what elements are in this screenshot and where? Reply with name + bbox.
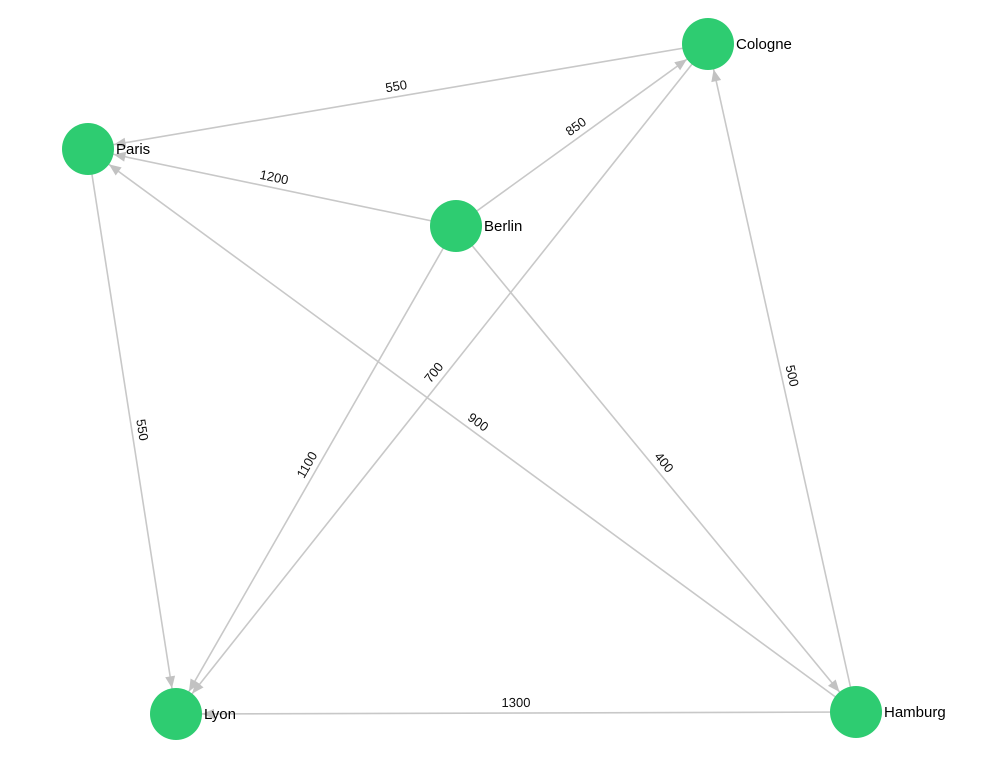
edge-cologne-paris[interactable] xyxy=(87,43,709,150)
node-label-berlin: Berlin xyxy=(484,218,522,235)
node-label-lyon: Lyon xyxy=(204,706,236,723)
arrowhead-icon xyxy=(188,678,200,692)
node-cologne[interactable] xyxy=(682,18,734,70)
node-paris[interactable] xyxy=(62,123,114,175)
node-label-paris: Paris xyxy=(116,141,150,158)
arrowhead-icon xyxy=(165,675,176,689)
arrowhead-icon xyxy=(108,164,122,176)
edge-label-hamburg-cologne: 500 xyxy=(783,364,802,388)
arrowhead-icon xyxy=(113,137,127,148)
node-hamburg[interactable] xyxy=(830,686,882,738)
node-label-hamburg: Hamburg xyxy=(884,704,946,721)
edge-label-cologne-lyon: 700 xyxy=(421,359,446,385)
node-lyon[interactable] xyxy=(150,688,202,740)
edge-hamburg-lyon[interactable] xyxy=(175,711,857,715)
edge-berlin-cologne[interactable] xyxy=(455,43,709,227)
arrowhead-icon xyxy=(113,151,127,162)
nodes-layer xyxy=(62,18,882,740)
arrowhead-icon xyxy=(201,708,215,719)
edge-cologne-lyon[interactable] xyxy=(175,43,709,715)
edge-paris-lyon[interactable] xyxy=(87,148,177,715)
edge-berlin-paris[interactable] xyxy=(87,148,457,227)
arrowhead-icon xyxy=(827,679,840,692)
edges-layer xyxy=(87,43,857,719)
edge-label-paris-lyon: 550 xyxy=(133,418,151,442)
edge-label-berlin-hamburg: 400 xyxy=(651,449,676,475)
edge-label-cologne-paris: 550 xyxy=(384,77,408,95)
arrowhead-icon xyxy=(674,59,687,71)
edge-label-berlin-lyon: 1100 xyxy=(293,449,320,481)
edge-label-berlin-cologne: 850 xyxy=(563,114,589,139)
edge-label-hamburg-paris: 900 xyxy=(465,410,491,435)
edge-berlin-hamburg[interactable] xyxy=(455,225,857,713)
edge-hamburg-paris[interactable] xyxy=(87,148,857,713)
node-berlin[interactable] xyxy=(430,200,482,252)
edge-hamburg-cologne[interactable] xyxy=(707,43,857,713)
edge-label-hamburg-lyon: 1300 xyxy=(501,695,530,710)
node-label-cologne: Cologne xyxy=(736,36,792,53)
arrowhead-icon xyxy=(711,69,722,83)
edge-label-berlin-paris: 1200 xyxy=(258,167,289,188)
edge-berlin-lyon[interactable] xyxy=(175,225,457,715)
